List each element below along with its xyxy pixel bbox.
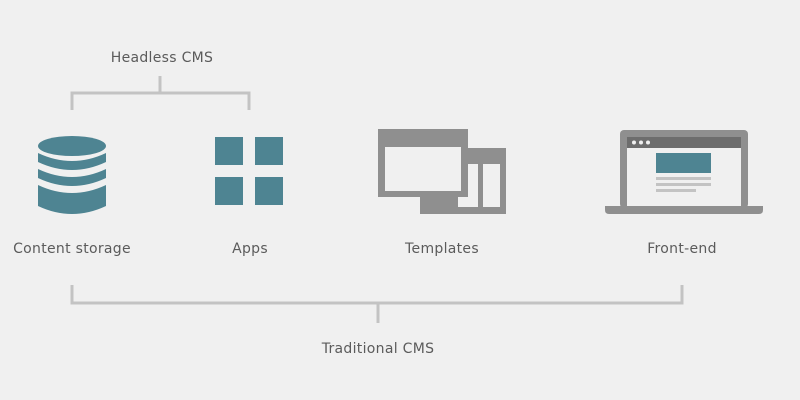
headless-bracket	[70, 76, 251, 110]
traditional-bracket	[70, 285, 684, 323]
database-icon	[38, 136, 106, 214]
apps-label: Apps	[232, 241, 268, 257]
front-end-label: Front-end	[647, 241, 717, 257]
templates-label: Templates	[405, 241, 479, 257]
traditional-cms-label: Traditional CMS	[321, 341, 435, 357]
headless-cms-label: Headless CMS	[110, 50, 214, 66]
content-storage-label: Content storage	[13, 241, 131, 257]
templates-windows-icon	[378, 129, 506, 214]
laptop-icon	[605, 130, 763, 214]
apps-grid-icon	[215, 137, 283, 205]
